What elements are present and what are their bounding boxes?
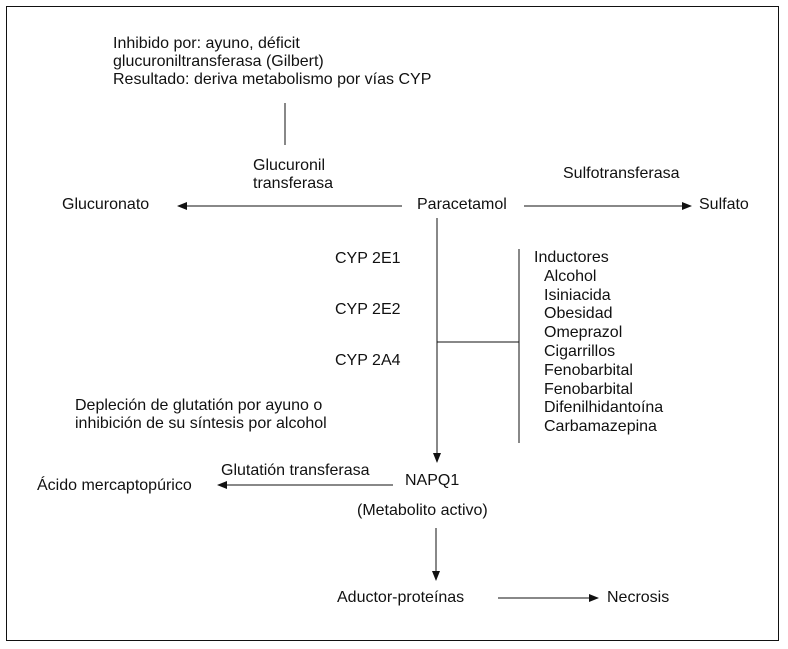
inducer-item: Cigarrillos <box>544 342 616 360</box>
glucuronil-label-line2: transferasa <box>253 175 334 192</box>
necrosis-node: Necrosis <box>607 589 670 606</box>
depletion-note-line1: Depleción de glutatión por ayuno o <box>75 397 323 414</box>
inhibition-note-line2: glucuroniltransferasa (Gilbert) <box>113 53 324 70</box>
glucuronil-label-line1: Glucuronil <box>253 157 326 174</box>
metabolito-activo-label: (Metabolito activo) <box>357 502 488 519</box>
inhibition-note-line1: Inhibido por: ayuno, déficit <box>113 35 300 52</box>
depletion-note-line2: inhibición de su síntesis por alcohol <box>75 415 327 432</box>
inducer-item: Isiniacida <box>544 286 611 304</box>
inducer-item: Fenobarbital <box>544 380 633 398</box>
inducer-item: Alcohol <box>544 267 597 285</box>
inducer-item: Omeprazol <box>544 324 623 342</box>
inducers-title: Inductores <box>534 249 609 266</box>
cyp-label-2: CYP 2E2 <box>335 301 401 318</box>
inducer-item: Obesidad <box>544 305 613 323</box>
inducer-item: Carbamazepina <box>544 418 657 436</box>
inhibition-note-line3: Resultado: deriva metabolismo por vías C… <box>113 71 432 88</box>
sulfato-node: Sulfato <box>699 196 749 213</box>
glutation-transferasa-label: Glutatión transferasa <box>221 462 370 479</box>
napq1-node: NAPQ1 <box>405 472 460 489</box>
aductor-proteinas-node: Aductor-proteínas <box>337 589 465 606</box>
inducer-item: Difenilhidantoína <box>544 399 664 417</box>
paracetamol-node: Paracetamol <box>417 196 507 213</box>
diagram-frame <box>6 6 779 641</box>
glucuronato-node: Glucuronato <box>62 196 150 213</box>
cyp-label-3: CYP 2A4 <box>335 352 401 369</box>
cyp-label-1: CYP 2E1 <box>335 250 401 267</box>
inducer-item: Fenobarbital <box>544 361 633 379</box>
inducers-list: Inductores Alcohol Isiniacida Obesidad O… <box>534 249 663 437</box>
acido-mercaptopurico-node: Ácido mercaptopúrico <box>37 477 192 494</box>
sulfotransferasa-label: Sulfotransferasa <box>563 165 680 182</box>
